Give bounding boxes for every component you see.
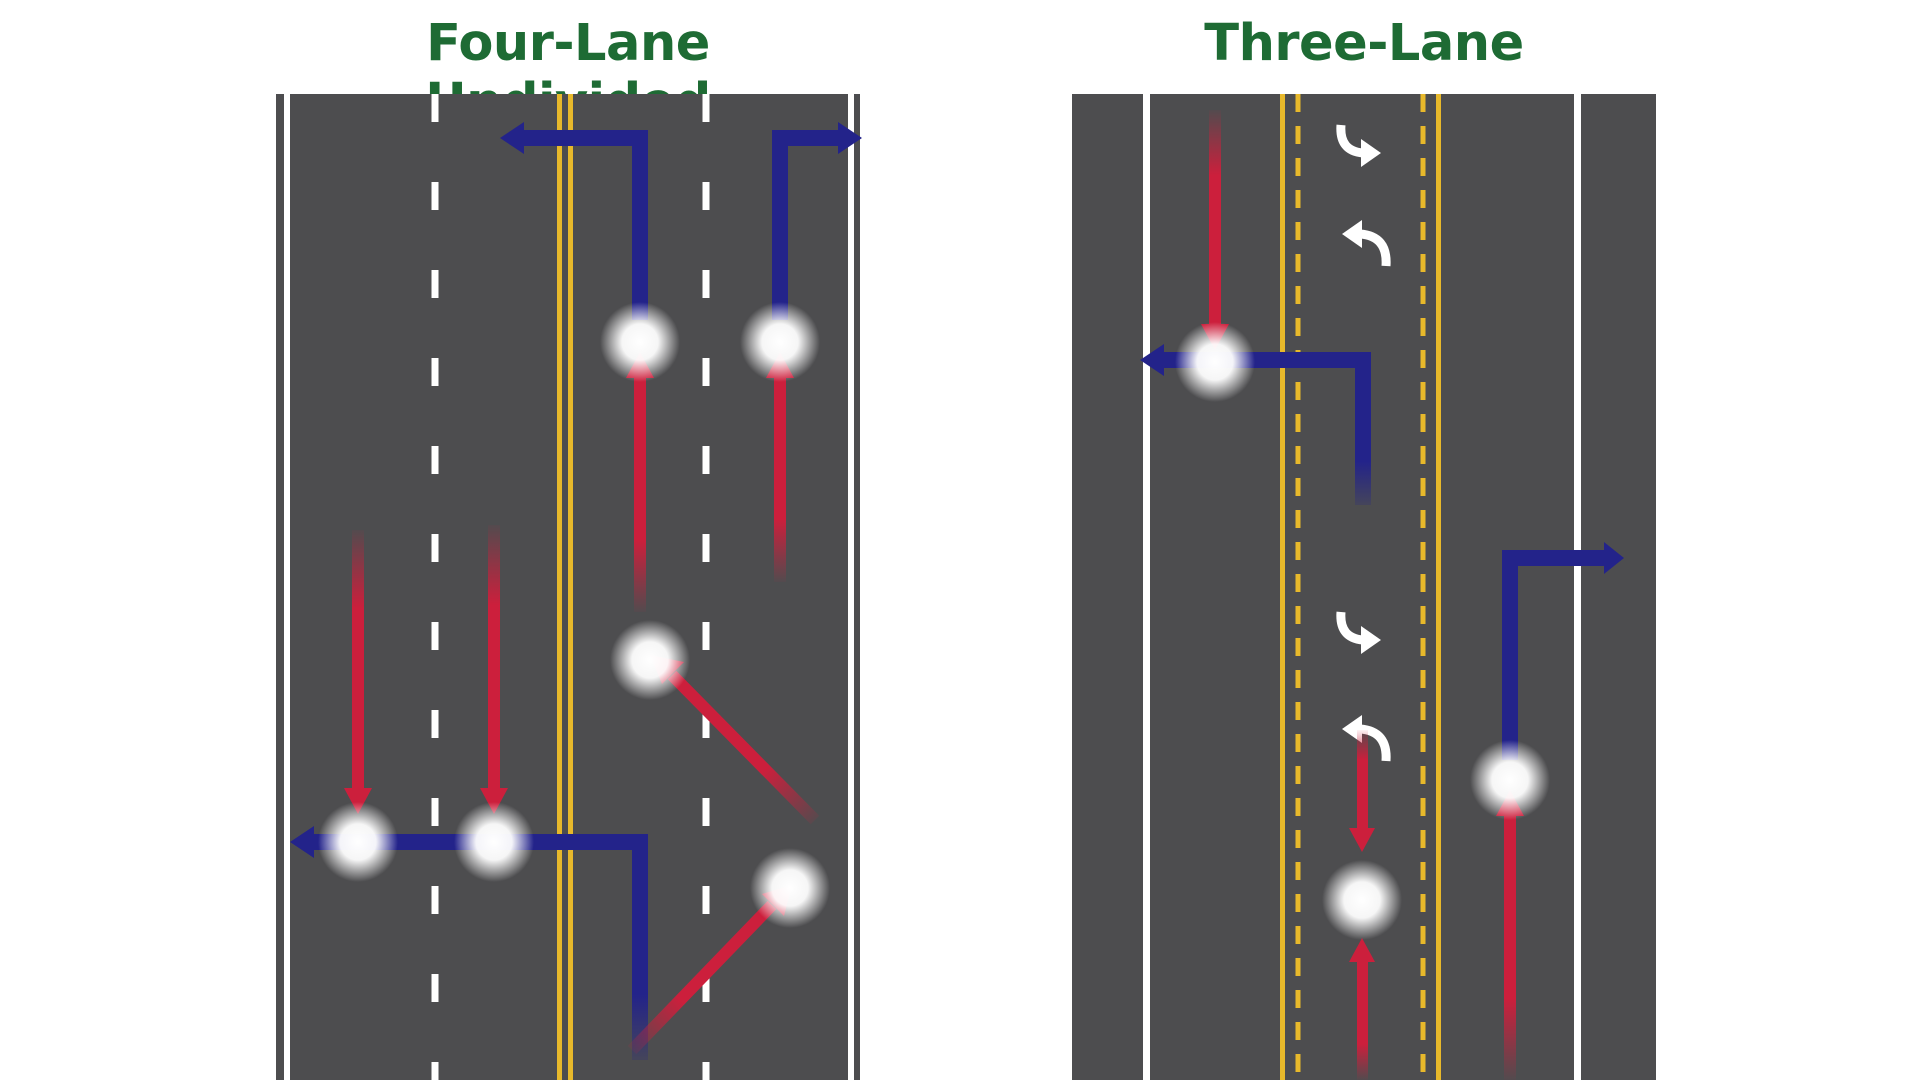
- through-arrow-2: [1504, 808, 1516, 1080]
- conflict-point: [600, 302, 680, 382]
- twltl-solid-right: [1436, 94, 1441, 1080]
- through-arrow-1: [1209, 110, 1221, 328]
- edge-line-right: [848, 94, 854, 1080]
- conflict-point: [750, 848, 830, 928]
- through-arrow-3: [1357, 730, 1368, 830]
- left-turn-arrowhead-top: [500, 122, 524, 154]
- twltl-arrow-right: [1336, 124, 1381, 167]
- left-turn-arrowhead-bottom: [290, 826, 314, 858]
- left-turn-path-top: [520, 130, 648, 320]
- conflict-point: [610, 620, 690, 700]
- conflict-point: [1175, 322, 1255, 402]
- through-arrowhead-4: [1349, 938, 1375, 962]
- conflict-point: [1322, 860, 1402, 940]
- lane-change-arrow-1: [667, 670, 820, 825]
- four-lane-undivided-panel: [276, 94, 862, 1080]
- through-arrowhead-3: [344, 788, 372, 814]
- conflict-point: [318, 802, 398, 882]
- right-turn-arrowhead: [1604, 542, 1624, 574]
- twltl-arrow-left: [1342, 220, 1391, 267]
- edge-line-right: [1574, 94, 1581, 1080]
- through-arrowhead-4: [480, 788, 508, 814]
- edge-line-left: [1143, 94, 1150, 1080]
- twltl-arrow-right: [1336, 611, 1381, 654]
- right-turn-path: [1502, 550, 1610, 760]
- right-turn-arrowhead-top: [838, 122, 862, 154]
- left-turn-path-bottom: [310, 834, 648, 1060]
- panel-title-three-lane: Three-Lane: [1204, 14, 1524, 73]
- edge-line-left: [284, 94, 290, 1080]
- conflict-point: [740, 302, 820, 382]
- through-arrow-4: [488, 525, 500, 792]
- through-arrow-2: [774, 372, 786, 582]
- through-arrow-3: [352, 530, 364, 792]
- through-arrow-4: [1357, 960, 1368, 1080]
- right-turn-path-top: [772, 130, 842, 320]
- conflict-point: [1470, 740, 1550, 820]
- through-arrowhead-3: [1349, 828, 1375, 852]
- left-turn-arrowhead: [1140, 344, 1164, 376]
- center-line-a: [557, 94, 562, 1080]
- twltl-solid-left: [1280, 94, 1285, 1080]
- three-lane-panel: [1072, 94, 1656, 1080]
- conflict-point: [454, 802, 534, 882]
- lane-change-arrow-2: [627, 900, 777, 1055]
- through-arrow-1: [634, 372, 646, 612]
- center-line-b: [568, 94, 573, 1080]
